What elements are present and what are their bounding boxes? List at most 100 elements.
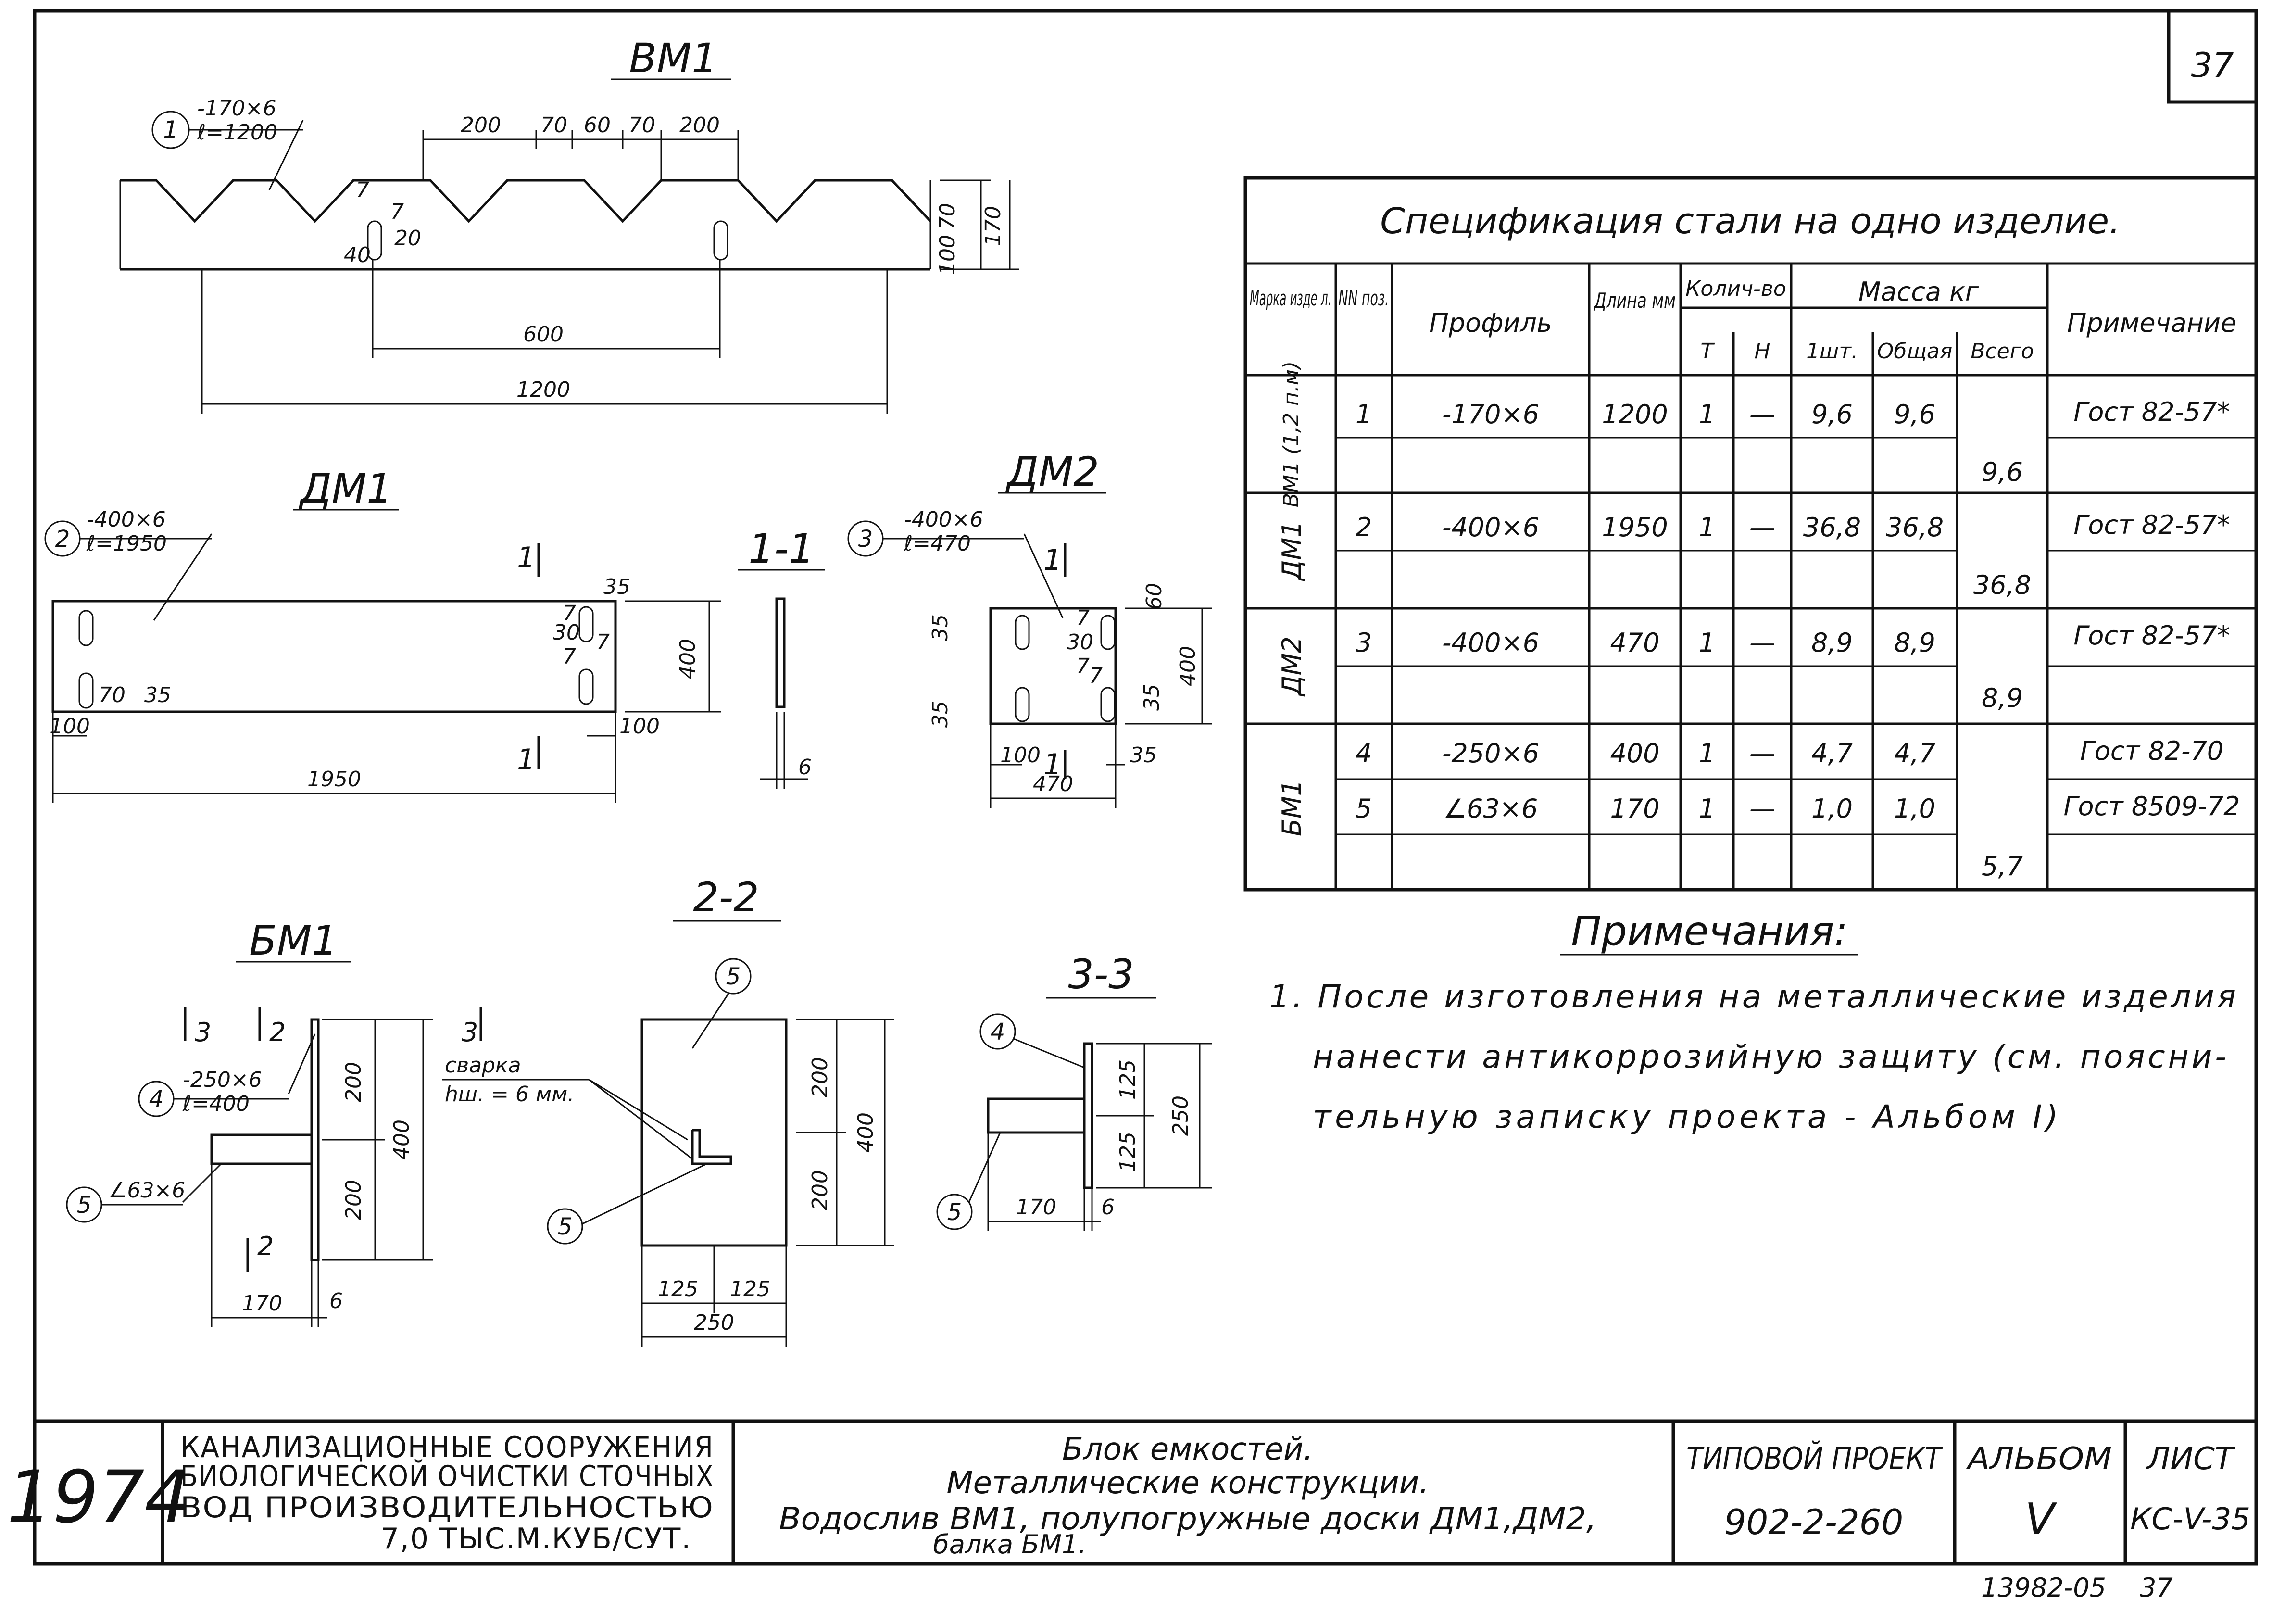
sheet-label: ЛИСТ — [2146, 1441, 2236, 1477]
spec-table-title: Спецификация стали на одно изделие. — [1380, 201, 2120, 242]
album-number: V — [2025, 1494, 2057, 1545]
group-3-row-1-length: 470 — [1610, 628, 1659, 658]
section-2-2-weld-size: hш. = 6 мм. — [445, 1082, 574, 1107]
bm1-section-mark-2: 2 — [269, 1017, 286, 1047]
vm1-leader-profile: -170×6 — [197, 96, 276, 121]
dm2-position-number: 3 — [858, 526, 873, 553]
org-line-3: ВОД ПРОИЗВОДИТЕЛЬНОСТЬЮ — [180, 1491, 714, 1524]
group-3-total: 8,9 — [1982, 683, 2023, 713]
sheet-code: КС-V-35 — [2130, 1501, 2250, 1536]
group-3-mark: ДМ2 — [1277, 636, 1307, 696]
notes: Примечания: 1. После изготовления на мет… — [1269, 907, 2236, 1135]
bm1-dim-1: 200 — [341, 1062, 366, 1102]
vm1-dim-7: 7 — [390, 200, 404, 224]
dm2-dim-5: 35 — [1140, 684, 1164, 711]
dm2-dim-4: 35 — [928, 701, 953, 728]
vm1-dim-13: 600 — [523, 322, 564, 347]
section-3-3-position-bubble-5 — [936, 1194, 973, 1230]
drawing-title-line-4: балка БМ1. — [933, 1529, 1087, 1560]
section-2-2-dim-5: 125 — [730, 1277, 770, 1301]
bm1-drawing: БМ1 3 2 3 2 4 -250×6 ℓ=400 5 ∠63×6 200 2… — [66, 917, 482, 1327]
group-4-row-1-one: 4,7 — [1811, 738, 1853, 768]
dm2-dim-7: 100 — [1000, 743, 1041, 768]
vm1-leader-length: ℓ=1200 — [197, 120, 277, 145]
bm1-dim-2: 200 — [341, 1180, 366, 1220]
section-2-2-dim-4: 125 — [658, 1277, 698, 1301]
group-3-row-1-t: 1 — [1699, 628, 1715, 658]
dm2-leader-length: ℓ=470 — [904, 531, 971, 556]
header-qty: Колич-во — [1685, 277, 1786, 301]
group-1-row-1-pos: 1 — [1356, 399, 1372, 429]
dm2-plate — [989, 607, 1117, 725]
group-3-row-1-n: — — [1749, 628, 1775, 658]
sheet-number-box — [2167, 9, 2258, 104]
vm1-dim-4: 70 — [628, 113, 655, 138]
dm1-dim-3: 100 — [50, 714, 90, 739]
group-3-row-1-profile: -400×6 — [1442, 628, 1539, 658]
bm1-leader4-profile: -250×6 — [183, 1068, 262, 1092]
group-2-row-1-n: — — [1749, 512, 1775, 542]
group-4-row-2-n: — — [1749, 793, 1775, 824]
title-block: 1974 КАНАЛИЗАЦИОННЫЕ СООРУЖЕНИЯ БИОЛОГИЧ… — [7, 1419, 2256, 1564]
header-mass-one: 1шт. — [1806, 339, 1858, 364]
section-2-2-title: 2-2 — [693, 874, 759, 921]
section-2-2-position-number: 5 — [726, 963, 741, 990]
drawing-title-line-3: Водослив ВМ1, полупогружные доски ДМ1,ДМ… — [779, 1501, 1596, 1537]
group-4-row-2-note: Гост 8509-72 — [2063, 791, 2240, 821]
group-4-row-1-t: 1 — [1699, 738, 1715, 768]
header-mass-all: Всего — [1971, 339, 2034, 364]
dm1-title: ДМ1 — [298, 465, 392, 512]
section-3-3-dim-1: 125 — [1116, 1059, 1140, 1100]
section-3-3-angle — [987, 1097, 1086, 1134]
header-pos: NN поз. — [1339, 286, 1389, 311]
vm1-dim-2: 70 — [540, 113, 567, 138]
drawing-title-line-2: Металлические конструкции. — [946, 1465, 1429, 1501]
bm1-position-number-5: 5 — [77, 1192, 92, 1219]
vm1-dim-10: 70 — [935, 203, 960, 230]
section-3-3-position-bubble-4 — [979, 1013, 1016, 1050]
section-1-1-title: 1-1 — [748, 525, 814, 572]
group-3-row-1-one: 8,9 — [1811, 628, 1853, 658]
header-qty-t: Т — [1701, 339, 1715, 364]
dm1-position-number: 2 — [55, 526, 70, 553]
org-line-4: 7,0 ТЫС.М.КУБ/СУТ. — [381, 1522, 692, 1556]
section-3-3-dim-2: 125 — [1116, 1132, 1140, 1172]
dm2-dim-1: 400 — [1176, 646, 1200, 686]
vm1-dim-3: 60 — [584, 113, 611, 138]
dm2-dim-12: 7 — [1089, 664, 1103, 688]
vm1-dim-6: 7 — [356, 178, 369, 202]
header-profile: Профиль — [1429, 308, 1552, 338]
section-1-1-dim: 6 — [798, 755, 812, 780]
bm1-leader4-length: ℓ=400 — [182, 1092, 250, 1116]
bm1-position-number-4: 4 — [149, 1086, 164, 1113]
group-4-row-1-profile: -250×6 — [1442, 738, 1539, 768]
dm2-dim-3: 35 — [928, 614, 953, 641]
group-2-row-1-profile: -400×6 — [1442, 512, 1539, 542]
bm1-section-mark-3: 3 — [462, 1017, 478, 1047]
group-2-mark: ДМ1 — [1277, 521, 1307, 581]
org-line-1: КАНАЛИЗАЦИОННЫЕ СООРУЖЕНИЯ — [180, 1431, 714, 1464]
dm2-title: ДМ2 — [1005, 448, 1099, 495]
dm1-dim-8: 7 — [563, 601, 576, 626]
dm2-drawing: ДМ2 3 -400×6 ℓ=470 1 1 400 60 35 35 35 4… — [847, 448, 1212, 808]
bm1-section-mark-4: 2 — [257, 1231, 274, 1261]
note-line-1: 1. После изготовления на металлические и… — [1269, 978, 2236, 1015]
group-4-row-1-note: Гост 82-70 — [2080, 736, 2223, 766]
note-line-2: нанести антикоррозийную защиту (см. пояс… — [1313, 1038, 2226, 1075]
dm2-dim-8: 35 — [1130, 743, 1157, 768]
bm1-dim-3: 400 — [389, 1120, 414, 1160]
dm1-dim-2: 400 — [676, 639, 700, 679]
vm1-drawing: ВМ1 1 -170×6 ℓ=1200 200 70 60 70 200 7 7… — [119, 35, 1019, 414]
dm2-dim-6: 470 — [1033, 772, 1073, 796]
group-4-row-2-one: 1,0 — [1811, 793, 1853, 824]
section-2-2-dim-6: 250 — [694, 1310, 734, 1335]
group-4-row-2-length: 170 — [1610, 793, 1659, 824]
dm1-dim-1: 1950 — [307, 767, 361, 792]
bm1-dim-4: 170 — [242, 1291, 282, 1316]
group-4-row-1-n: — — [1749, 738, 1775, 768]
group-4-row-2-sum: 1,0 — [1894, 793, 1935, 824]
dm1-plate — [51, 600, 617, 713]
header-mass-total: Общая — [1877, 339, 1953, 364]
